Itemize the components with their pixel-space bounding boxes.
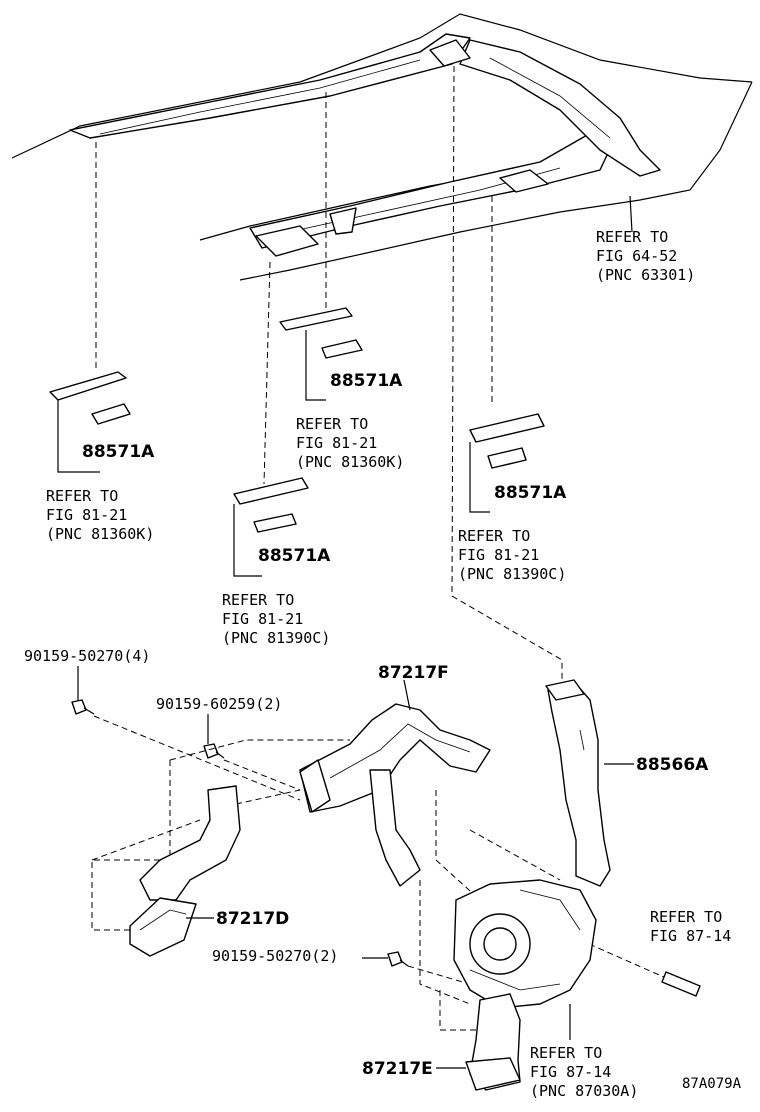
callout-line: (PNC 81390C) (458, 565, 566, 583)
part-number-87217e: 87217E (362, 1059, 433, 1079)
duct-88566a: 88566A (545, 679, 709, 887)
duct-87217f: 87217F (299, 663, 491, 887)
part-number-88566a: 88566A (636, 755, 709, 775)
blower-unit (453, 879, 597, 1040)
callout-line: REFER TO (650, 908, 722, 926)
bolt-icon (387, 951, 409, 967)
bolt-icon (71, 699, 95, 715)
clip-group-2: 88571A REFER TO FIG 81-21 (PNC 81360K) (279, 307, 404, 471)
roof-leaders (95, 65, 563, 690)
callout-line: REFER TO (46, 487, 118, 505)
callout-refer-8714-b: REFER TO FIG 87-14 (PNC 87030A) (530, 1044, 638, 1100)
callout-line: (PNC 81390C) (222, 629, 330, 647)
callout-line: REFER TO (222, 591, 294, 609)
callout-line: FIG 87-14 (530, 1063, 611, 1081)
callout-refer-8714-a: REFER TO FIG 87-14 (650, 908, 731, 945)
bolt-labels: 90159-50270(4) 90159-60259(2) 90159-5027… (24, 647, 388, 965)
callout-line: (PNC 63301) (596, 266, 695, 284)
callout-line: REFER TO (458, 527, 530, 545)
callout-line: REFER TO (530, 1044, 602, 1062)
callout-line: REFER TO (596, 228, 668, 246)
part-number-87217d: 87217D (216, 909, 289, 929)
part-number-88571a: 88571A (330, 371, 403, 391)
callout-line: (PNC 87030A) (530, 1082, 638, 1100)
callout-refer-6452: REFER TO FIG 64-52 (PNC 63301) (596, 195, 695, 284)
bolt-icon (203, 743, 225, 759)
clip-group-1: 88571A REFER TO FIG 81-21 (PNC 81360K) (46, 371, 155, 543)
callout-line: FIG 87-14 (650, 927, 731, 945)
part-number-88571a: 88571A (82, 442, 155, 462)
diagram-code: 87A079A (682, 1076, 742, 1092)
callout-line: FIG 81-21 (46, 506, 127, 524)
callout-line: FIG 81-21 (296, 434, 377, 452)
part-number-87217f: 87217F (378, 663, 449, 683)
roof-frame (11, 13, 753, 281)
callout-line: FIG 81-21 (458, 546, 539, 564)
bolt-part-number: 90159-60259(2) (156, 695, 282, 713)
connector-part (661, 971, 701, 997)
part-number-88571a: 88571A (258, 546, 331, 566)
part-number-88571a: 88571A (494, 483, 567, 503)
callout-line: (PNC 81360K) (46, 525, 154, 543)
duct-87217e: 87217E (362, 993, 521, 1091)
clip-group-3: 88571A REFER TO FIG 81-21 (PNC 81390C) (222, 477, 331, 647)
callout-line: FIG 64-52 (596, 247, 677, 265)
bolt-part-number: 90159-50270(4) (24, 647, 150, 665)
callout-line: (PNC 81360K) (296, 453, 404, 471)
callout-line: REFER TO (296, 415, 368, 433)
callout-line: FIG 81-21 (222, 610, 303, 628)
duct-87217d: 87217D (129, 785, 289, 957)
bolt-part-number: 90159-50270(2) (212, 947, 338, 965)
clip-group-4: 88571A REFER TO FIG 81-21 (PNC 81390C) (458, 413, 567, 583)
